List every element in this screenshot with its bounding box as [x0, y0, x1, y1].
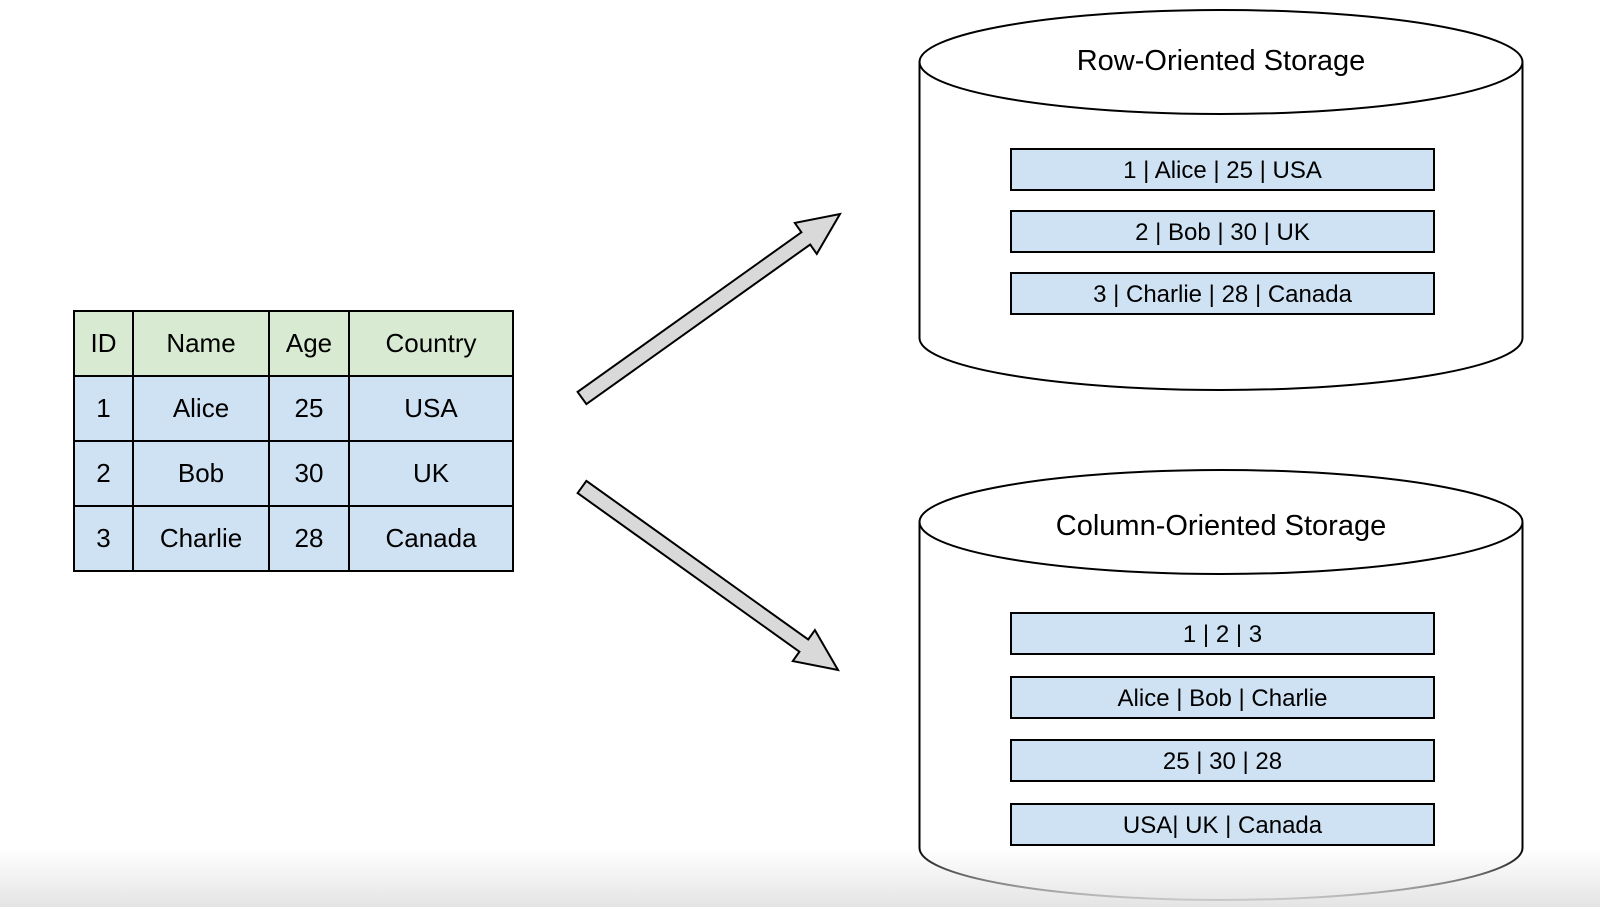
cell-id: 3: [73, 505, 134, 572]
row-storage-record: 1 | Alice | 25 | USA: [1010, 148, 1435, 191]
cell-country: Canada: [348, 505, 514, 572]
table-header-row: ID Name Age Country: [73, 310, 514, 377]
header-cell-age: Age: [268, 310, 350, 377]
cell-country: USA: [348, 375, 514, 442]
row-storage-record: 2 | Bob | 30 | UK: [1010, 210, 1435, 253]
cell-name: Alice: [132, 375, 270, 442]
cell-name: Bob: [132, 440, 270, 507]
cell-id: 1: [73, 375, 134, 442]
header-cell-country: Country: [348, 310, 514, 377]
column-storage-record: USA| UK | Canada: [1010, 803, 1435, 846]
cell-age: 30: [268, 440, 350, 507]
arrow-to-row-storage-icon: [576, 212, 842, 406]
column-storage-title: Column-Oriented Storage: [1055, 510, 1387, 542]
column-storage-cylinder: Column-Oriented Storage 1 | 2 | 3 Alice …: [918, 466, 1524, 902]
row-storage-record: 3 | Charlie | 28 | Canada: [1010, 272, 1435, 315]
header-cell-id: ID: [73, 310, 134, 377]
column-storage-record: 1 | 2 | 3: [1010, 612, 1435, 655]
header-cell-name: Name: [132, 310, 270, 377]
cell-name: Charlie: [132, 505, 270, 572]
arrow-to-column-storage-icon: [576, 479, 840, 672]
cell-country: UK: [348, 440, 514, 507]
column-storage-record: Alice | Bob | Charlie: [1010, 676, 1435, 719]
row-storage-cylinder: Row-Oriented Storage 1 | Alice | 25 | US…: [918, 8, 1524, 392]
table-row: 2 Bob 30 UK: [73, 440, 514, 507]
column-storage-record: 25 | 30 | 28: [1010, 739, 1435, 782]
cell-id: 2: [73, 440, 134, 507]
cell-age: 25: [268, 375, 350, 442]
table-row: 3 Charlie 28 Canada: [73, 505, 514, 572]
cell-age: 28: [268, 505, 350, 572]
source-table: ID Name Age Country 1 Alice 25 USA 2 Bob…: [73, 310, 514, 572]
table-row: 1 Alice 25 USA: [73, 375, 514, 442]
row-storage-title: Row-Oriented Storage: [1076, 45, 1366, 77]
